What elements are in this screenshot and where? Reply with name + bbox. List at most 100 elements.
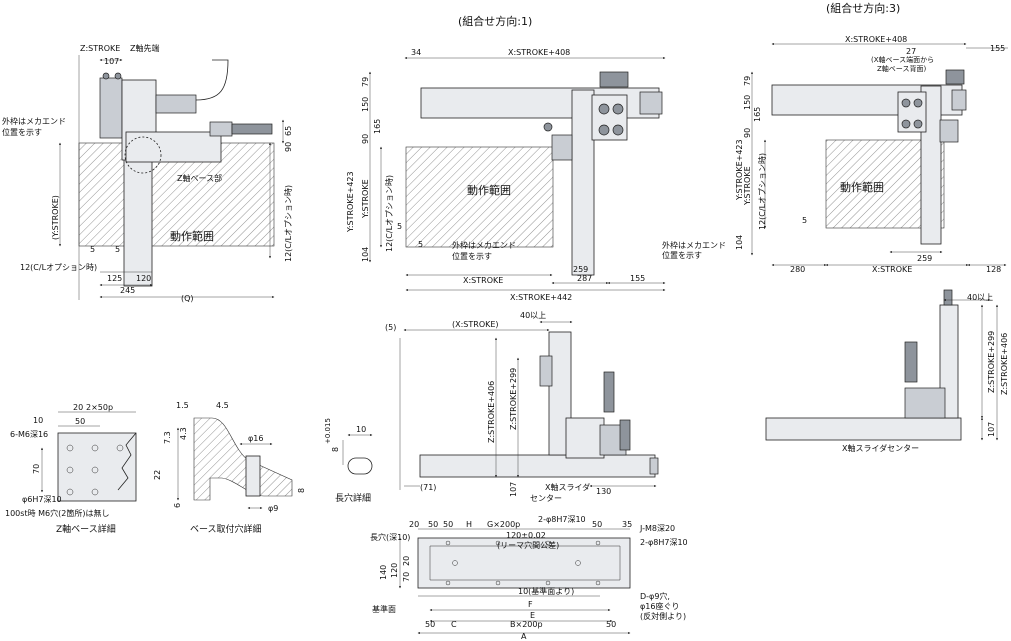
side-y-stroke: (Y:STROKE) [51, 195, 60, 240]
basehole-d22: 22 [153, 470, 162, 480]
top1-y-stroke: Y:STROKE [361, 179, 370, 219]
side-motion-range: 動作範囲 [170, 229, 214, 243]
top1-d90: 90 [361, 134, 370, 144]
side-d5b: 5 [115, 245, 120, 254]
front1-z-stroke-406: Z:STROKE+406 [487, 381, 496, 443]
front1-slider-center-2: センター [530, 494, 562, 503]
bottom-d140: 140 [379, 565, 388, 580]
bottom-d50e: 50 [606, 620, 616, 629]
top3-cl-option: 12(C/Lオプション時) [758, 153, 767, 230]
top3-frame-note-1: 外枠はメカエンド [662, 240, 726, 250]
slot-caption: 長穴詳細 [335, 492, 371, 504]
top3-d5: 5 [802, 216, 807, 225]
top3-y-stroke: Y:STROKE [743, 166, 752, 206]
top3-d150: 150 [743, 95, 752, 110]
front1-d130: 130 [596, 487, 611, 496]
top3-d27: 27 [906, 47, 916, 56]
basehole-phi9: φ9 [268, 504, 278, 513]
top1-x-stroke-442: X:STROKE+442 [510, 293, 572, 302]
top1-d104: 104 [361, 247, 370, 262]
top1-d79: 79 [361, 77, 370, 87]
top3-x-base-note-1: (X軸ベース端面から [871, 55, 934, 64]
side-d5a: 5 [90, 245, 95, 254]
front1-d107: 107 [509, 482, 518, 497]
bottom-d20b: 20 [402, 556, 411, 566]
bottom-f: F [528, 600, 533, 609]
zbase-caption: Z軸ベース詳細 [56, 523, 116, 535]
front1-d40: 40以上 [520, 311, 546, 320]
bottom-c: C [451, 620, 457, 629]
side-frame-note-2: 位置を示す [2, 127, 42, 137]
top1-d5x: 5 [418, 240, 423, 249]
zbase-pin: φ6H7深10 [22, 495, 62, 504]
front3-slider-center: X軸スライダセンター [842, 443, 919, 453]
bottom-b200: B×200p [510, 620, 543, 629]
zbase-d50: 50 [75, 417, 85, 426]
bottom-d50b: 50 [443, 520, 453, 529]
top1-d165: 165 [373, 119, 382, 134]
side-z-stroke: Z:STROKE [80, 44, 120, 53]
bottom-view [398, 528, 631, 635]
bottom-d-holes-1: D-φ9穴, [640, 591, 670, 601]
front1-d5: (5) [385, 323, 396, 332]
side-cl-option-2: 12(C/Lオプション時) [20, 263, 97, 272]
side-q: (Q) [181, 294, 194, 303]
top1-y-stroke-423: Y:STROKE+423 [346, 171, 355, 233]
title-config3: (組合せ方向:3) [826, 1, 900, 15]
basehole-d8: 8 [297, 488, 306, 493]
slot-d8: 8 [331, 447, 340, 452]
basehole-d6: 6 [173, 503, 182, 508]
basehole-d43: 4.3 [179, 427, 188, 440]
top1-frame-note-1: 外枠はメカエンド [452, 240, 516, 250]
base-hole-detail [176, 417, 293, 510]
side-d125: 125 [107, 274, 122, 283]
bottom-reamer: (リーマ穴間公差) [497, 540, 559, 550]
top1-frame-note-2: 位置を示す [452, 251, 492, 261]
side-cl-option: 12(C/Lオプション時) [284, 185, 293, 262]
side-d107: 107 [104, 57, 119, 66]
top1-d155: 155 [630, 274, 645, 283]
basehole-d15: 1.5 [176, 401, 189, 410]
title-config1: (組合せ方向:1) [458, 14, 532, 28]
front3-z-stroke-406: Z:STROKE+406 [1000, 333, 1009, 395]
bottom-tol: 120±0.02 [506, 531, 546, 540]
front1-x-stroke: (X:STROKE) [452, 320, 499, 329]
basehole-caption: ベース取付穴詳細 [190, 523, 262, 535]
top3-d165: 165 [753, 107, 762, 122]
top3-d104: 104 [735, 235, 744, 250]
top3-d90: 90 [743, 128, 752, 138]
side-d90: 90 [284, 142, 293, 152]
front3-d107: 107 [987, 422, 996, 437]
side-z-base: Z軸ベース部 [177, 173, 222, 183]
bottom-d70: 70 [402, 572, 411, 582]
top-view-1 [368, 56, 666, 292]
top1-d34: 34 [411, 48, 421, 57]
top3-d259: 259 [917, 254, 932, 263]
bottom-g200: G×200p [487, 520, 520, 529]
zbase-note: 100st時 M6穴(2箇所)は無し [5, 508, 109, 518]
side-d65: 65 [284, 126, 293, 136]
bottom-pin-holes2: 2-φ8H7深10 [640, 538, 688, 547]
top3-motion-range: 動作範囲 [840, 180, 884, 194]
bottom-d120: 120 [390, 563, 399, 578]
top3-d128: 128 [986, 265, 1001, 274]
top1-motion-range: 動作範囲 [467, 183, 511, 197]
top1-d287: 287 [577, 274, 592, 283]
side-z-tip: Z軸先端 [130, 43, 159, 53]
front3-d40: 40以上 [967, 293, 993, 302]
basehole-d73: 7.3 [163, 431, 172, 444]
bottom-a: A [521, 632, 527, 641]
front-view-3 [765, 289, 999, 441]
bottom-slot-label: 長穴(深10) [370, 532, 410, 542]
slot-d10: 10 [356, 425, 366, 434]
top1-d5: 5 [397, 222, 402, 231]
zbase-holes: 6-M6深16 [10, 430, 48, 439]
bottom-d50a: 50 [428, 520, 438, 529]
front1-z-stroke-299: Z:STROKE+299 [509, 368, 518, 430]
bottom-d50d: 50 [425, 620, 435, 629]
slot-tol: +0.015 [324, 418, 332, 444]
front-view-1 [399, 320, 659, 490]
top3-d155: 155 [990, 44, 1005, 53]
side-view [58, 55, 285, 300]
